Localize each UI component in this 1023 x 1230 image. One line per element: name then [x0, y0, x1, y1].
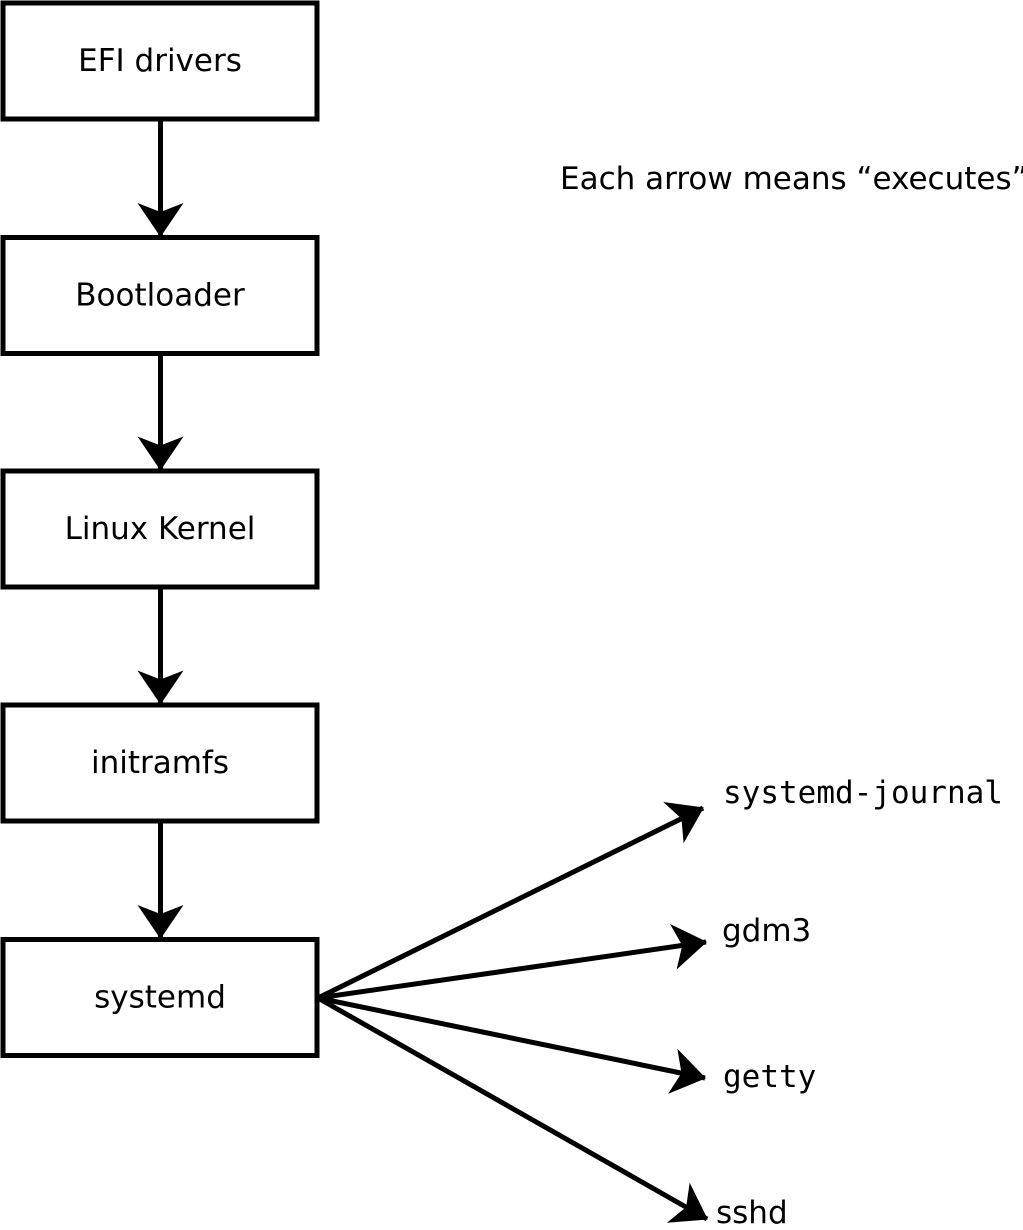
node-label: Linux Kernel	[65, 511, 256, 547]
node-systemd: systemd	[0, 937, 320, 1058]
node-label: systemd	[94, 980, 226, 1016]
node-label: initramfs	[91, 745, 229, 781]
node-linux-kernel: Linux Kernel	[0, 468, 320, 590]
node-label: EFI drivers	[78, 43, 242, 79]
label-gdm3: gdm3	[722, 913, 811, 949]
arrow-systemd-to-getty	[317, 995, 706, 1094]
legend-text: Each arrow means “executes”.	[560, 161, 1023, 197]
node-bootloader: Bootloader	[0, 235, 320, 356]
arrow-systemd-to-journal	[316, 801, 705, 1001]
arrow-systemd-to-gdm3	[317, 923, 707, 1001]
node-initramfs: initramfs	[0, 702, 320, 824]
node-box	[0, 937, 320, 1058]
label-getty: getty	[723, 1059, 816, 1095]
label-sshd: sshd	[716, 1195, 788, 1230]
node-box	[0, 235, 320, 356]
node-box	[0, 0, 320, 122]
label-systemd-journal: systemd-journal	[723, 775, 1003, 811]
node-box	[0, 702, 320, 824]
node-efi-drivers: EFI drivers	[0, 0, 320, 122]
arrow-systemd-to-sshd	[316, 995, 709, 1223]
node-label: Bootloader	[75, 278, 245, 314]
